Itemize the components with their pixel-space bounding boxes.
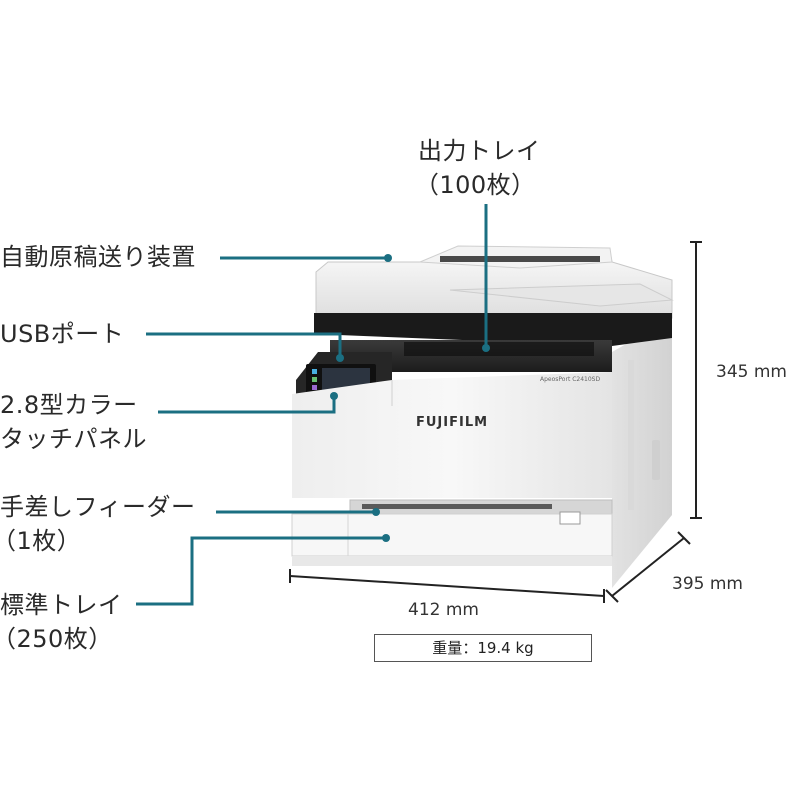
output-tray-label-line2: （100枚） xyxy=(414,171,536,199)
printer-side-panel xyxy=(612,318,672,588)
weight-box: 重量：19.4 kg xyxy=(374,634,592,662)
manual-feeder-label-line1: 手差しフィーダー xyxy=(0,493,196,521)
standard-tray-callout xyxy=(136,536,384,606)
width-dimension-line xyxy=(289,575,605,597)
standard-tray-label-line2: （250枚） xyxy=(0,625,113,653)
scanner-band xyxy=(314,313,672,346)
height-dimension: 345 mm xyxy=(716,362,787,382)
output-tray-label-line1: 出力トレイ xyxy=(418,137,541,165)
standard-tray xyxy=(291,513,613,557)
adf-label: 自動原稿送り装置 xyxy=(0,243,196,271)
manual-feeder-label: 手差しフィーダー （1枚） xyxy=(0,490,196,558)
usb-label: USBポート xyxy=(0,320,125,348)
standard-tray-label-line1: 標準トレイ xyxy=(0,591,123,619)
weight-label: 重量 xyxy=(432,639,463,657)
output-tray-label: 出力トレイ （100枚） xyxy=(415,134,541,202)
manual-feeder-label-line2: （1枚） xyxy=(0,527,82,555)
weight-value: 19.4 kg xyxy=(477,639,534,657)
standard-tray-label: 標準トレイ （250枚） xyxy=(0,588,123,656)
depth-dimension: 395 mm xyxy=(672,574,743,594)
touch-panel-label-line1: 2.8型カラー xyxy=(0,391,138,419)
printer-front-body xyxy=(292,372,612,498)
touch-panel-label: 2.8型カラー タッチパネル xyxy=(0,388,147,456)
touch-panel-label-line2: タッチパネル xyxy=(0,425,147,453)
weight-separator: ： xyxy=(462,639,478,657)
touch-panel-callout xyxy=(158,398,336,414)
usb-callout xyxy=(146,332,342,356)
width-dimension: 412 mm xyxy=(408,600,479,620)
printer-brand: FUJIFILM xyxy=(416,415,489,430)
printer-model: ApeosPort C2410SD xyxy=(540,376,601,383)
depth-dimension-line xyxy=(611,537,685,597)
